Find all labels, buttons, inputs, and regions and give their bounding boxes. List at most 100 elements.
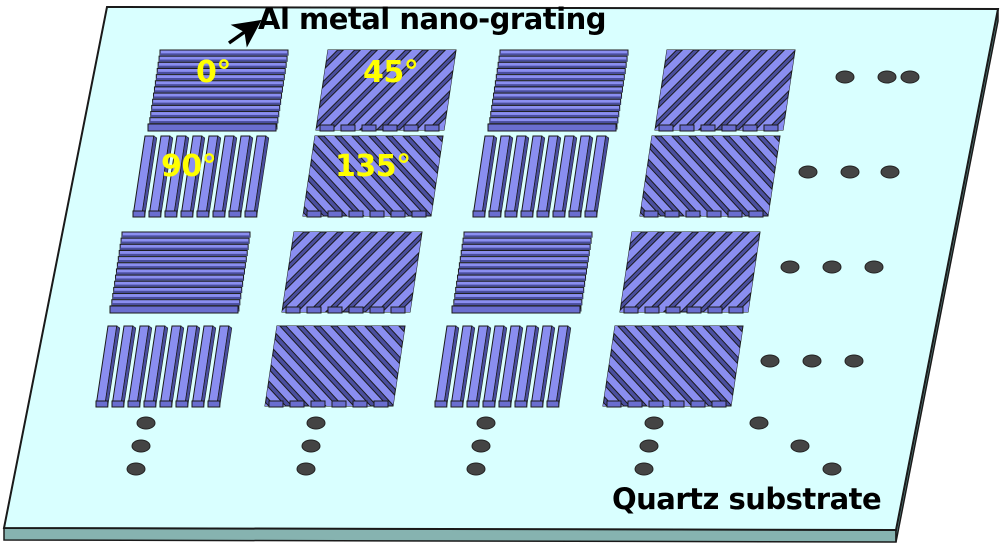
ellipsis-dot — [780, 260, 800, 274]
grating-bar — [287, 326, 405, 406]
bar-end — [514, 400, 528, 408]
grating-bar — [608, 326, 734, 406]
continuation-dots — [126, 70, 920, 476]
bar-end — [327, 306, 343, 314]
bar-end — [552, 210, 566, 218]
arrow-icon — [227, 19, 262, 48]
grating-bar — [679, 136, 780, 216]
bar-end — [606, 400, 622, 408]
grating-bar — [659, 326, 743, 406]
ellipsis-dot — [644, 416, 664, 430]
grating-bar — [603, 326, 683, 406]
bar-end — [450, 400, 464, 408]
ellipsis-dot — [296, 462, 316, 476]
grating-title-label: Al metal nano-grating — [258, 2, 607, 36]
grating-bar — [662, 232, 760, 312]
ellipsis-dot — [880, 165, 900, 179]
ellipsis-dot — [877, 70, 897, 84]
grating-r2-c2-d135 — [302, 135, 444, 218]
grating-bar — [303, 136, 383, 216]
bar-end — [482, 400, 496, 408]
grating-bar — [290, 232, 416, 312]
angle-label-135: 135° — [335, 149, 411, 184]
bar-end — [536, 210, 550, 218]
grating-r4-c1-v — [95, 325, 233, 408]
bar-end — [369, 306, 385, 314]
grating-bar — [325, 136, 443, 216]
grating-bar — [375, 50, 456, 130]
bar-end — [175, 400, 189, 408]
grating-bar — [282, 232, 399, 312]
bar-end — [268, 400, 284, 408]
grating-bar — [265, 326, 345, 406]
bar-end — [721, 124, 737, 132]
grating-bar — [324, 232, 422, 312]
grating-bar — [714, 50, 795, 130]
ellipsis-dot — [790, 439, 810, 453]
angle-label-45: 45° — [363, 55, 419, 90]
grating-r4-c4-d135 — [602, 325, 744, 408]
ellipsis-dot — [126, 462, 146, 476]
bar-end — [196, 210, 210, 218]
bar-end — [411, 210, 427, 218]
bar-end — [285, 306, 301, 314]
grating-bar — [282, 232, 382, 312]
grating-bar — [270, 326, 396, 406]
bar-end — [472, 210, 486, 218]
bar-end — [711, 400, 727, 408]
grating-bar — [316, 50, 399, 130]
grating-bar — [620, 232, 737, 312]
bar-end — [289, 400, 305, 408]
bar-end — [373, 400, 389, 408]
bar-end — [212, 210, 226, 218]
annotations — [227, 19, 262, 48]
bar-end — [306, 210, 322, 218]
bar-end — [348, 306, 364, 314]
bar-end — [504, 210, 518, 218]
grating-r1-c1-h — [147, 49, 289, 132]
bar-end — [95, 400, 109, 408]
grating-r2-c1-v — [132, 135, 270, 218]
ellipsis-dot — [301, 439, 321, 453]
bar-end — [111, 400, 125, 408]
bar-end — [310, 400, 326, 408]
ellipsis-dot — [840, 165, 860, 179]
bar-end — [148, 210, 162, 218]
grating-bar — [265, 326, 362, 406]
grating-bar — [341, 50, 456, 130]
grating-bar — [355, 326, 405, 406]
ellipsis-dot — [844, 354, 864, 368]
grating-bar — [663, 50, 789, 130]
grating-bar — [316, 50, 416, 130]
bar-end — [648, 400, 664, 408]
substrate-label: Quartz substrate — [612, 482, 882, 516]
ellipsis-dot — [476, 416, 496, 430]
bar-end — [207, 400, 221, 408]
bar-end — [706, 210, 722, 218]
grating-bar — [645, 136, 771, 216]
grating-r4-c2-d135 — [264, 325, 406, 408]
ellipsis-dot — [760, 354, 780, 368]
bar-end — [403, 124, 419, 132]
bar-end — [690, 400, 706, 408]
bar-end — [643, 210, 659, 218]
grating-base — [487, 123, 617, 132]
bar-end — [361, 124, 377, 132]
bar-end — [685, 210, 701, 218]
grating-base — [147, 123, 277, 132]
bar-end — [331, 400, 347, 408]
grating-bar — [316, 50, 433, 130]
grating-bar — [341, 232, 422, 312]
bar-end — [664, 210, 680, 218]
grating-bar — [321, 326, 405, 406]
grating-bar — [342, 136, 443, 216]
grating-bar — [710, 326, 743, 406]
ellipsis-dot — [466, 462, 486, 476]
grating-r1-c3-h — [487, 49, 629, 132]
bar-end — [390, 210, 406, 218]
bar-end — [658, 124, 674, 132]
ellipsis-dot — [471, 439, 491, 453]
angle-label-0: 0° — [196, 55, 231, 90]
